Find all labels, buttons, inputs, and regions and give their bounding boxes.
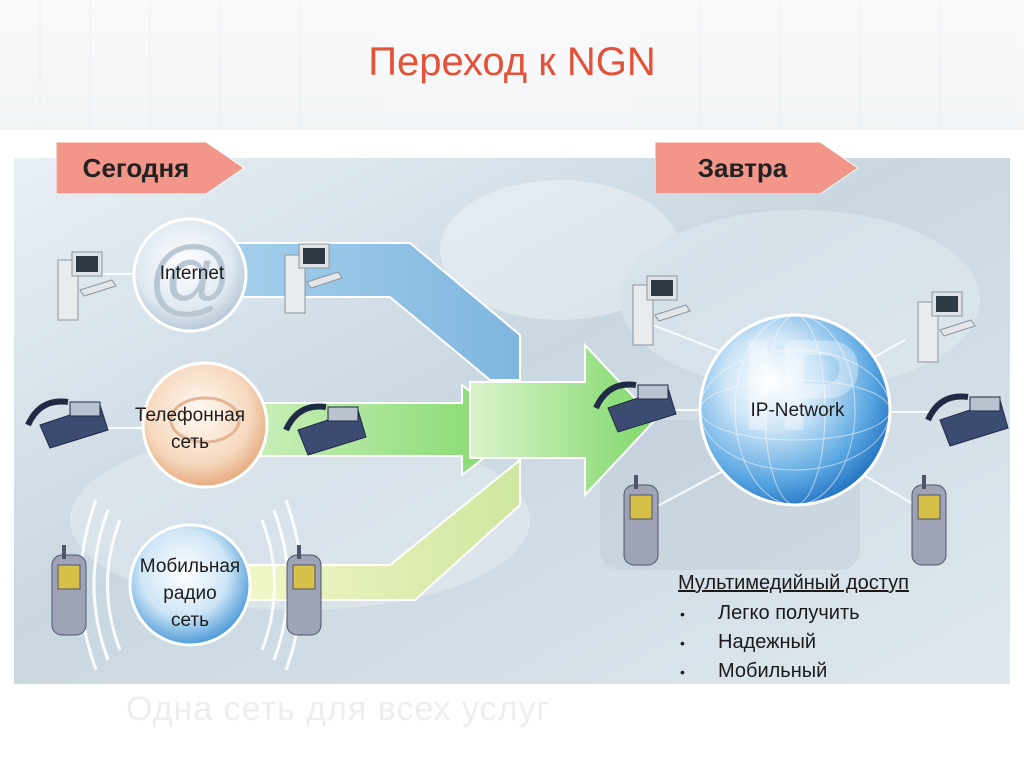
ip-watermark: IP (740, 312, 863, 458)
bullet-icon: • (680, 634, 685, 651)
tomorrow-label: Завтра (697, 152, 788, 183)
pc-icon-left-1 (57, 251, 117, 321)
mobile-phone-right-1 (623, 475, 659, 566)
desk-phone-right-1 (593, 381, 677, 433)
svg-text:@: @ (147, 229, 232, 323)
mobile-phone-right-2 (911, 475, 947, 566)
bullet-icon: • (680, 605, 685, 622)
desk-phone-left-1 (25, 398, 109, 449)
today-tag: Сегодня (56, 142, 246, 194)
list-item-text: Легко получить (718, 602, 860, 624)
tag-arrow-shape (655, 142, 859, 194)
mobile-network-line2: радио (163, 583, 217, 604)
tomorrow-tag: Завтра (655, 142, 860, 194)
internet-label: Internet (159, 263, 225, 284)
mobile-network-line3: сеть (170, 610, 210, 631)
list-item-text: Мобильный (718, 660, 828, 682)
slide-title: Переход к NGN (368, 40, 656, 84)
pc-icon-right-1 (632, 275, 691, 346)
mobile-phone-left-2 (286, 545, 322, 636)
list-item: • Легко получить (678, 599, 909, 628)
multimedia-access-list: Мультимедийный доступ • Легко получить •… (678, 572, 909, 686)
multimedia-access-heading: Мультимедийный доступ (678, 572, 909, 594)
phone-network-line2: сеть (170, 432, 210, 453)
phone-network-line1: Телефонная (134, 405, 246, 426)
mobile-network-label: Мобильная радио сеть (120, 553, 260, 634)
mobile-network-line1: Мобильная (139, 556, 241, 577)
phone-network-label: Телефонная сеть (120, 402, 260, 456)
list-item: • Надежный (678, 628, 909, 657)
list-item-text: Надежный (718, 631, 817, 653)
desk-phone-right-2 (925, 393, 1009, 447)
list-item: • Мобильный (678, 657, 909, 686)
pc-icon-left-2 (284, 243, 343, 314)
ip-network-label: IP-Network (750, 400, 845, 421)
desk-phone-left-2 (283, 403, 367, 456)
mobile-phone-left-1 (51, 545, 87, 636)
today-label: Сегодня (82, 152, 190, 183)
tag-arrow-shape (56, 142, 245, 194)
pc-icon-right-2 (917, 291, 976, 363)
bullet-icon: • (680, 663, 685, 680)
footer-caption: Одна сеть для всех услуг (126, 690, 550, 728)
